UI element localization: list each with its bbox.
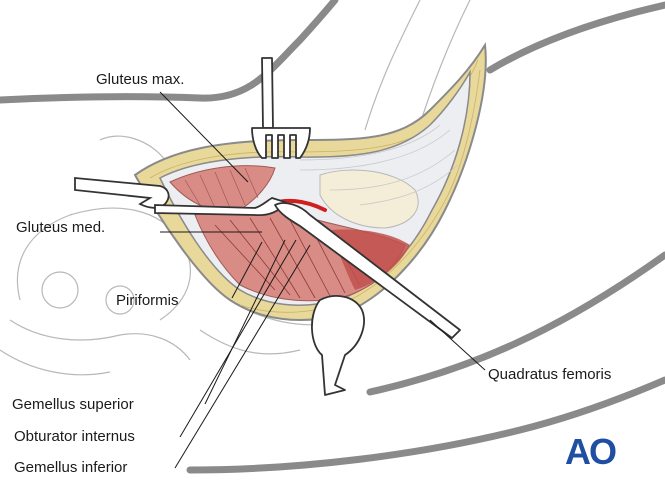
leader-lines bbox=[159, 91, 486, 469]
label-quadratus-femoris: Quadratus femoris bbox=[488, 366, 612, 383]
gluteus-max-fibers bbox=[184, 167, 259, 209]
body-contour bbox=[0, 0, 665, 474]
label-gemellus-superior: Gemellus superior bbox=[12, 396, 134, 413]
upper-retractor bbox=[251, 57, 311, 159]
label-gemellus-inferior: Gemellus inferior bbox=[14, 459, 128, 476]
right-retractor bbox=[274, 202, 461, 396]
label-gluteus-max: Gluteus max. bbox=[96, 71, 185, 88]
tendon-lines bbox=[299, 124, 459, 206]
left-retractor bbox=[74, 177, 287, 217]
greater-trochanter bbox=[319, 169, 419, 229]
label-obturator-internus: Obturator internus bbox=[14, 428, 135, 445]
ao-logo: AO bbox=[565, 431, 617, 472]
label-piriformis: Piriformis bbox=[116, 292, 179, 309]
label-gluteus-med: Gluteus med. bbox=[16, 219, 106, 236]
